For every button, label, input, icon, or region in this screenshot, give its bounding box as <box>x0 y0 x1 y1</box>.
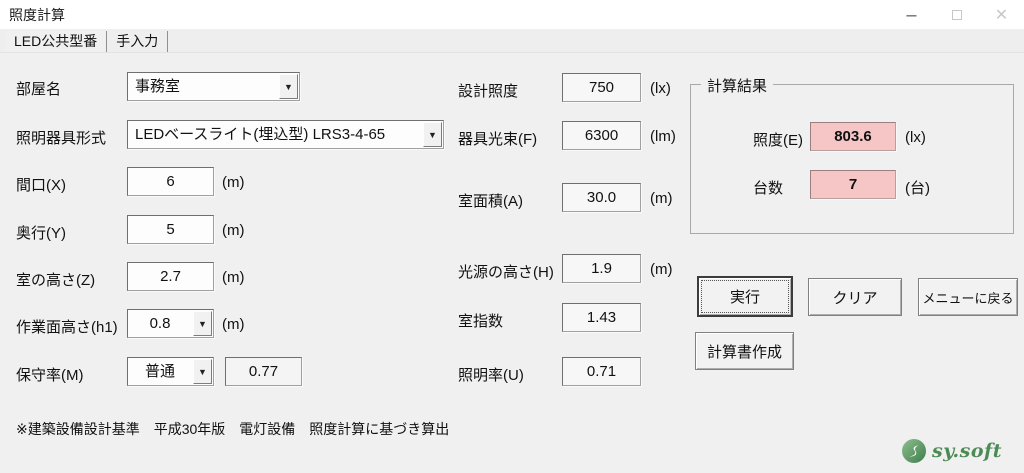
width-x-input[interactable]: 6 <box>127 167 214 196</box>
create-report-button[interactable]: 計算書作成 <box>695 332 794 370</box>
source-height-unit: (m) <box>650 261 673 278</box>
room-area-unit: (m) <box>650 190 673 207</box>
window-controls: ─ ✕ <box>889 0 1024 30</box>
maintenance-factor-combobox[interactable]: 普通 ▼ <box>127 357 214 386</box>
width-x-unit: (m) <box>222 174 245 191</box>
sysoft-logo-icon <box>902 439 926 463</box>
tab-led-public-model[interactable]: LED公共型番 <box>5 31 108 52</box>
minimize-icon: ─ <box>906 7 917 23</box>
result-illuminance-unit: (lx) <box>905 129 926 146</box>
fixture-flux-label: 器具光束(F) <box>458 131 538 148</box>
work-plane-height-label: 作業面高さ(h1) <box>16 319 118 336</box>
sysoft-logo: sy.soft <box>901 436 1002 466</box>
room-height-z-label: 室の高さ(Z) <box>16 272 96 289</box>
source-height-value: 1.9 <box>562 254 641 283</box>
clear-button[interactable]: クリア <box>808 278 902 316</box>
room-area-value: 30.0 <box>562 183 641 212</box>
utilization-factor-label: 照明率(U) <box>458 367 524 384</box>
fixture-flux-unit: (lm) <box>650 128 676 145</box>
calculation-result-title: 計算結果 <box>701 75 774 96</box>
window-title: 照度計算 <box>9 6 65 23</box>
maximize-button[interactable] <box>934 0 979 30</box>
design-illuminance-value: 750 <box>562 73 641 102</box>
work-plane-height-unit: (m) <box>222 316 245 333</box>
result-illuminance-value: 803.6 <box>810 122 896 151</box>
chevron-down-icon[interactable]: ▼ <box>193 359 212 384</box>
maintenance-factor-option: 普通 <box>144 363 175 380</box>
result-unit-count-label: 台数 <box>753 180 784 197</box>
room-name-combobox[interactable]: 事務室 ▼ <box>127 72 300 101</box>
maximize-icon <box>951 10 962 20</box>
chevron-down-icon[interactable]: ▼ <box>279 74 298 99</box>
titlebar: 照度計算 ─ ✕ <box>0 0 1024 30</box>
room-index-label: 室指数 <box>458 313 504 330</box>
design-illuminance-label: 設計照度 <box>458 83 519 100</box>
room-name-value: 事務室 <box>135 78 181 95</box>
minimize-button[interactable]: ─ <box>889 0 934 30</box>
source-height-label: 光源の高さ(H) <box>458 264 554 281</box>
chevron-down-icon[interactable]: ▼ <box>193 311 212 336</box>
chevron-down-icon[interactable]: ▼ <box>423 122 442 147</box>
work-plane-height-value: 0.8 <box>149 315 171 332</box>
tab-strip: LED公共型番 手入力 <box>0 30 1024 53</box>
room-area-label: 室面積(A) <box>458 193 523 210</box>
fixture-type-combobox[interactable]: LEDベースライト(埋込型) LRS3-4-65 ▼ <box>127 120 444 149</box>
result-illuminance-label: 照度(E) <box>753 132 803 149</box>
standard-reference-note: ※建築設備設計基準 平成30年版 電灯設備 照度計算に基づき算出 <box>16 421 450 437</box>
room-height-z-unit: (m) <box>222 269 245 286</box>
result-unit-count-unit: (台) <box>905 180 930 197</box>
utilization-factor-value: 0.71 <box>562 357 641 386</box>
tab-manual-input[interactable]: 手入力 <box>107 31 169 52</box>
width-x-label: 間口(X) <box>16 177 66 194</box>
close-icon: ✕ <box>994 7 1009 24</box>
execute-button[interactable]: 実行 <box>697 276 793 317</box>
work-plane-height-combobox[interactable]: 0.8 ▼ <box>127 309 214 338</box>
depth-y-input[interactable]: 5 <box>127 215 214 244</box>
maintenance-factor-value: 0.77 <box>225 357 302 386</box>
sysoft-logo-text: sy.soft <box>932 440 1002 462</box>
fixture-flux-value: 6300 <box>562 121 641 150</box>
close-button[interactable]: ✕ <box>979 0 1024 30</box>
maintenance-factor-label: 保守率(M) <box>16 367 84 384</box>
back-to-menu-button[interactable]: メニューに戻る <box>918 278 1018 316</box>
depth-y-label: 奥行(Y) <box>16 225 66 242</box>
design-illuminance-unit: (lx) <box>650 80 671 97</box>
room-name-label: 部屋名 <box>16 81 62 98</box>
room-index-value: 1.43 <box>562 303 641 332</box>
fixture-type-value: LEDベースライト(埋込型) LRS3-4-65 <box>135 126 386 143</box>
fixture-type-label: 照明器具形式 <box>16 130 107 147</box>
calculation-result-group: 計算結果 <box>690 75 1014 234</box>
room-height-z-input[interactable]: 2.7 <box>127 262 214 291</box>
result-unit-count-value: 7 <box>810 170 896 199</box>
depth-y-unit: (m) <box>222 222 245 239</box>
